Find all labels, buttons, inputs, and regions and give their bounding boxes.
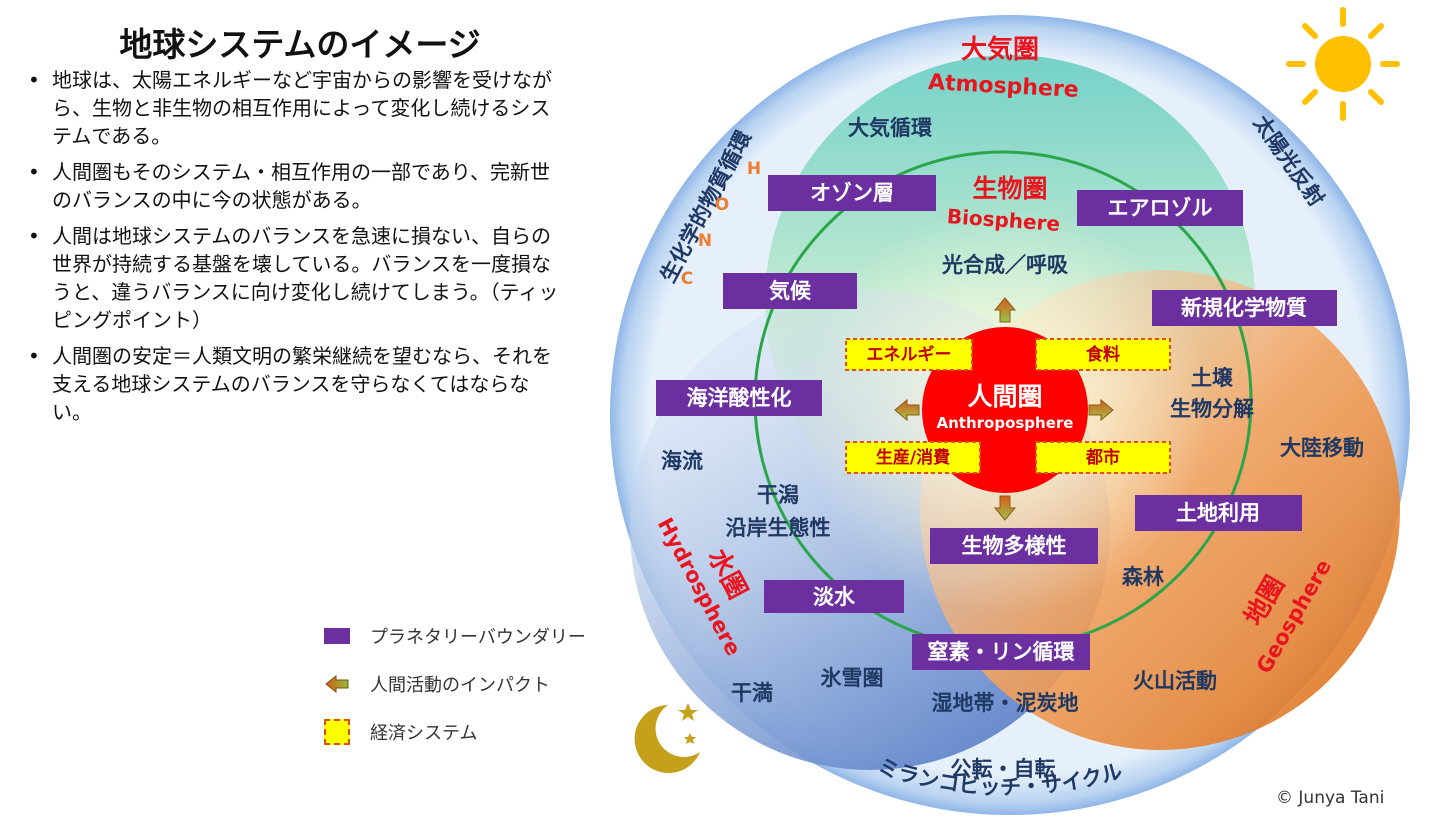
economy-box-city [1035, 441, 1171, 474]
boundary-box-freshwater [764, 580, 904, 613]
legend-label-impact: 人間活動のインパクト [370, 675, 550, 696]
label-wetlands: 湿地帯・泥炭地 [932, 691, 1079, 715]
label-coastal-ecology: 沿岸生態性 [726, 516, 831, 540]
label-forest: 森林 [1122, 565, 1164, 589]
biosphere-title: 生物圏 [972, 174, 1047, 203]
label-photosynthesis: 光合成／呼吸 [941, 253, 1069, 277]
label-tidal-flat: 干潟 [757, 483, 799, 507]
boundary-swatch-icon [324, 628, 350, 644]
economy-box-energy [845, 338, 973, 371]
bullet-item: 人間は地球システムのバランスを急速に損ない、自らの世界が持続する基盤を壊している… [22, 222, 567, 334]
economy-label-production: 生産/消費 [876, 447, 950, 468]
element-letter-o: O [715, 195, 729, 215]
bullet-item: 人間圏の安定＝人類文明の繁栄継続を望むなら、それを支える地球システムのバランスを… [22, 342, 567, 426]
page-title: 地球システムのイメージ [119, 25, 481, 64]
sun-icon [1286, 7, 1400, 121]
economy-label-energy: エネルギー [867, 345, 952, 365]
bullet-item: 人間圏もそのシステム・相互作用の一部であり、完新世のバランスの中に今の状態がある… [22, 158, 567, 214]
boundary-box-nitrogen [912, 634, 1090, 670]
economy-label-city: 都市 [1085, 447, 1120, 468]
boundary-box-aerosol [1077, 190, 1243, 226]
economy-box-food [1035, 338, 1171, 371]
label-tides: 干満 [731, 681, 773, 705]
boundary-label-freshwater: 淡水 [813, 585, 856, 609]
legend-label-economy: 経済システム [370, 723, 478, 744]
boundary-box-ozone [768, 175, 936, 211]
atmosphere-title: 大気圏 [961, 34, 1039, 65]
copyright: © Junya Tani [1276, 788, 1385, 808]
boundary-label-climate: 気候 [769, 279, 812, 303]
crescent-moon-icon [634, 703, 700, 773]
boundary-box-climate [723, 273, 857, 309]
bullet-list: 地球は、太陽エネルギーなど宇宙からの影響を受けながら、生物と非生物の相互作用によ… [22, 66, 567, 434]
anthroposphere-subtitle: Anthroposphere [937, 414, 1074, 432]
economy-box-production [845, 441, 981, 474]
anthroposphere-title: 人間圏 [967, 382, 1042, 411]
element-letter-c: C [681, 269, 693, 289]
element-letter-h: H [747, 159, 761, 179]
legend-row-boundary: プラネタリーバウンダリー [324, 612, 594, 660]
boundary-label-aerosol: エアロゾル [1108, 196, 1213, 220]
label-continental-drift: 大陸移動 [1280, 436, 1364, 460]
legend-row-economy: 経済システム [324, 708, 594, 756]
legend-row-impact: 人間活動のインパクト [324, 660, 594, 708]
label-cryosphere: 氷雪圏 [821, 666, 884, 690]
economy-swatch-icon [324, 719, 350, 745]
label-volcanic: 火山活動 [1133, 669, 1217, 693]
boundary-label-chemicals: 新規化学物質 [1181, 296, 1307, 320]
label-biodegradation: 生物分解 [1170, 397, 1254, 421]
boundary-label-acidification: 海洋酸性化 [687, 386, 792, 410]
boundary-box-biodiversity [930, 528, 1098, 564]
boundary-boxes [656, 175, 1337, 670]
boundary-box-acidification [656, 380, 822, 416]
boundary-label-land-use: 土地利用 [1176, 501, 1260, 525]
label-air-circulation: 大気循環 [848, 116, 933, 140]
impact-arrow-icon [894, 297, 1114, 521]
economy-label-food: 食料 [1086, 344, 1120, 365]
legend-label-boundary: プラネタリーバウンダリー [370, 627, 586, 648]
legend: プラネタリーバウンダリー 人間活動のインパクト 経済システム [324, 612, 594, 756]
boundary-label-nitrogen: 窒素・リン循環 [928, 640, 1076, 664]
impact-arrow-icon [325, 674, 349, 694]
label-ocean-current: 海流 [661, 449, 703, 473]
boundary-label-biodiversity: 生物多様性 [962, 534, 1067, 558]
label-revolution: 公転・自転 [951, 757, 1056, 781]
boundary-label-ozone: オゾン層 [810, 181, 894, 205]
bullet-item: 地球は、太陽エネルギーなど宇宙からの影響を受けながら、生物と非生物の相互作用によ… [22, 66, 567, 150]
element-letter-n: N [698, 231, 712, 251]
label-soil: 土壌 [1191, 366, 1234, 390]
boundary-box-land-use [1135, 495, 1302, 531]
boundary-box-chemicals [1152, 290, 1337, 326]
economy-boxes [845, 338, 1171, 474]
